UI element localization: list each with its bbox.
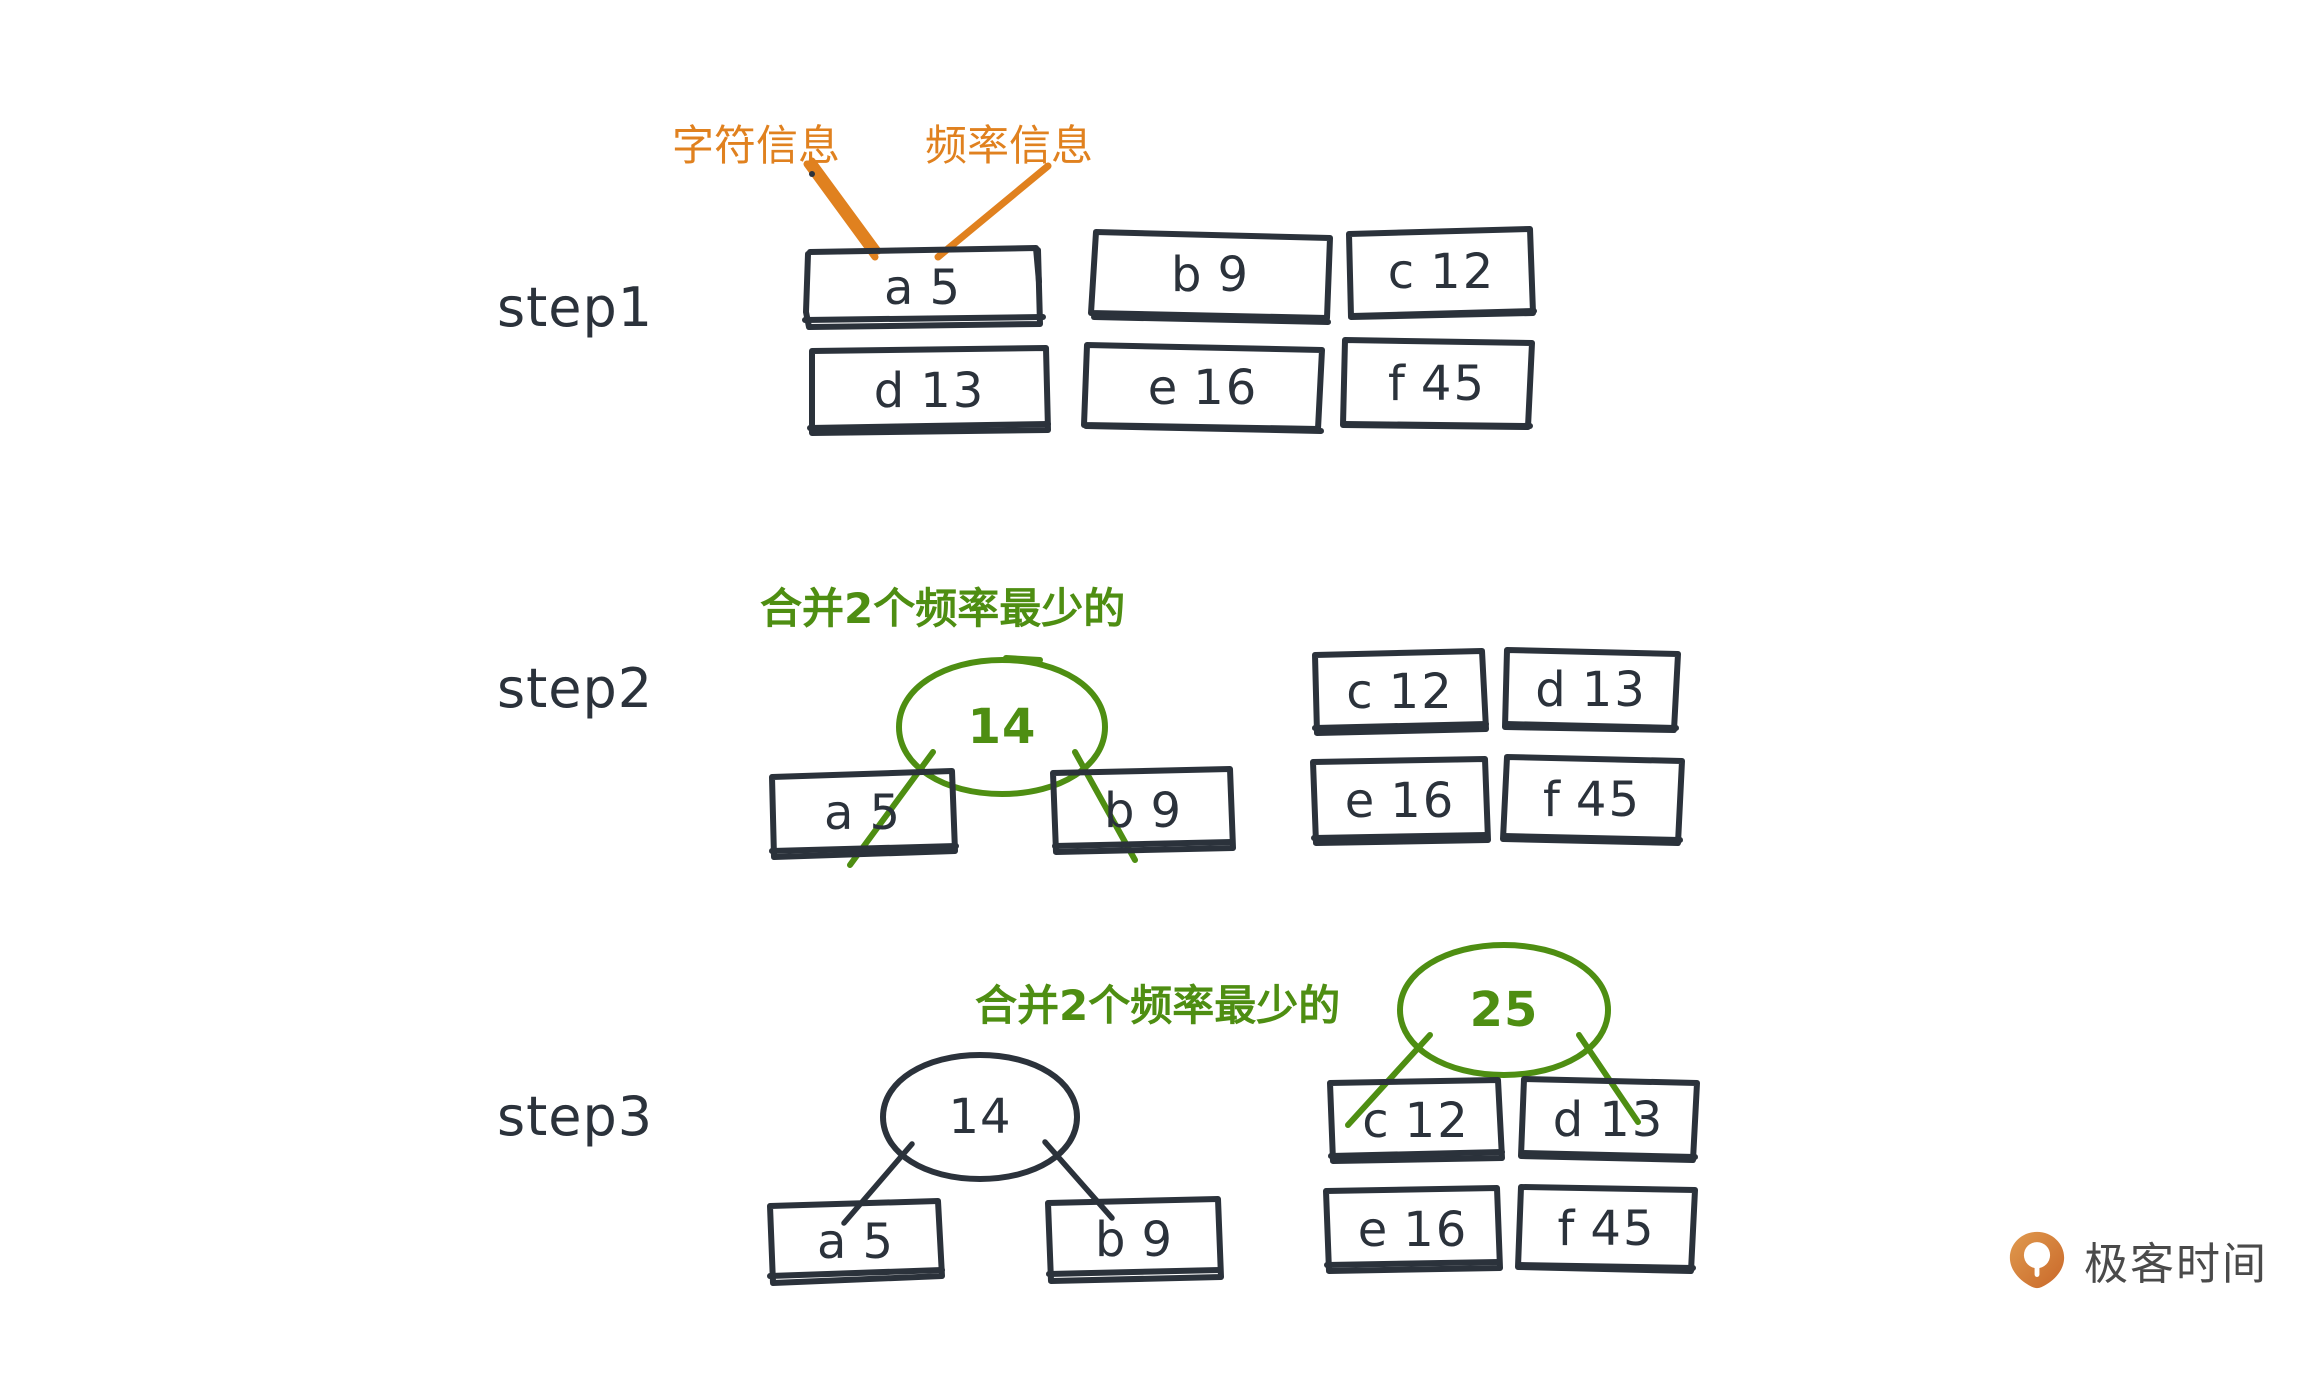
node-f45-step2: f 45 [1504, 758, 1680, 842]
node-char: a [884, 260, 916, 316]
geektime-logo-icon [2009, 1231, 2065, 1289]
node-box-stroke-a5-step1 [802, 171, 1046, 330]
annotation-merge-lowest-step3: 合并2个频率最少的 [975, 981, 1341, 1030]
node-char: d [873, 363, 907, 419]
node-box-stroke-d13-step2 [1502, 647, 1681, 733]
node-char: d [1552, 1091, 1586, 1148]
node-freq: 12 [1430, 244, 1496, 300]
node-freq: 9 [1141, 1211, 1174, 1268]
node-char: b [1103, 782, 1137, 839]
node-freq: 45 [1575, 772, 1641, 828]
step-label-step1: step1 [497, 276, 654, 339]
node-char: f [1543, 772, 1562, 828]
node-freq: 5 [929, 260, 962, 316]
merged-node-ellipse-25-step3 [1397, 942, 1611, 1078]
node-c12-step3: c 12 [1331, 1081, 1501, 1160]
node-box-stroke-c12-step3 [1327, 1077, 1505, 1164]
node-box-stroke-c12-step1 [1346, 226, 1537, 320]
node-box-stroke-a5-step3 [767, 1198, 945, 1286]
node-char: a [824, 785, 856, 841]
annotation-pointer-char [803, 157, 882, 261]
node-box-stroke-e16-step2 [1310, 756, 1491, 846]
node-freq: 45 [1420, 355, 1486, 412]
node-char: c [1346, 663, 1375, 720]
logo-text: 极客时间 [2084, 1239, 2268, 1290]
node-freq: 13 [920, 363, 986, 419]
node-box-stroke-e16-step1 [1081, 342, 1325, 434]
node-c12-step1: c 12 [1349, 231, 1534, 313]
node-freq: 16 [1193, 359, 1259, 416]
annotation-frequency-info: 频率信息 [925, 121, 1094, 170]
node-box-stroke-b9-step1 [1088, 229, 1333, 325]
node-d13-step2: d 13 [1505, 651, 1677, 729]
node-box-stroke-b9-step2 [1050, 766, 1236, 855]
node-char: f [1557, 1201, 1577, 1257]
annotation-merge-lowest-step2: 合并2个频率最少的 [760, 584, 1126, 633]
node-a5-step3: a 5 [771, 1203, 941, 1281]
node-char: b [1094, 1211, 1128, 1268]
annotation-character-info: 字符信息 [672, 121, 841, 170]
node-box-stroke-f45-step1 [1340, 337, 1535, 430]
node-char: e [1357, 1201, 1390, 1258]
merged-node-value: 14 [967, 699, 1037, 755]
node-char: f [1388, 355, 1407, 412]
node-freq: 13 [1581, 662, 1647, 718]
merged-node-value: 25 [1469, 982, 1539, 1038]
node-box-stroke-b9-step3 [1045, 1196, 1224, 1284]
connector-14-to-a5-step3 [841, 1141, 915, 1226]
step-label-step3: step3 [497, 1085, 654, 1148]
node-freq: 9 [1150, 782, 1183, 839]
annotation-pointer-freq [934, 162, 1052, 261]
node-box-stroke-e16-step3 [1323, 1185, 1503, 1274]
node-a5-step1: a 5 [806, 250, 1040, 326]
node-e16-step1: e 16 [1085, 347, 1321, 428]
node-d13-step3: d 13 [1521, 1080, 1696, 1159]
node-freq: 5 [869, 785, 902, 841]
node-freq: 5 [862, 1214, 895, 1270]
merged-node-value: 14 [948, 1089, 1012, 1145]
merged-node-ellipse-14-step3 [880, 1052, 1080, 1182]
node-box-stroke-d13-step1 [807, 345, 1051, 436]
node-char: c [1362, 1092, 1391, 1149]
node-char: d [1535, 662, 1568, 718]
node-char: c [1387, 244, 1417, 300]
node-b9-step3: b 9 [1049, 1200, 1220, 1279]
node-box-stroke-a5-step2 [769, 768, 959, 860]
node-box-stroke-d13-step3 [1518, 1076, 1700, 1163]
merged-node-14-step3: 14 [883, 1055, 1077, 1179]
node-f45-step1: f 45 [1343, 341, 1531, 426]
node-box-stroke-f45-step2 [1500, 754, 1685, 846]
merged-node-14-step2: 14 [899, 660, 1105, 794]
node-f45-step3: f 45 [1519, 1188, 1694, 1270]
node-char: e [1344, 773, 1377, 829]
merged-node-25-step3: 25 [1400, 945, 1608, 1075]
node-char: a [817, 1214, 849, 1270]
node-freq: 16 [1403, 1201, 1469, 1258]
geektime-logo: 极客时间 [2006, 1228, 2268, 1292]
node-b9-step1: b 9 [1091, 235, 1330, 315]
node-freq: 16 [1390, 773, 1456, 829]
node-freq: 45 [1590, 1201, 1656, 1257]
node-freq: 9 [1217, 247, 1250, 303]
node-freq: 12 [1404, 1092, 1470, 1149]
node-char: e [1147, 359, 1180, 416]
node-d13-step1: d 13 [811, 350, 1048, 432]
node-box-stroke-c12-step2 [1312, 648, 1489, 736]
node-freq: 13 [1599, 1091, 1665, 1148]
node-e16-step3: e 16 [1326, 1189, 1500, 1270]
node-a5-step2: a 5 [772, 772, 954, 854]
node-box-stroke-f45-step3 [1515, 1184, 1698, 1274]
node-b9-step2: b 9 [1054, 770, 1233, 851]
node-e16-step2: e 16 [1313, 760, 1487, 842]
connector-14-to-b9-step3 [1042, 1139, 1115, 1221]
node-c12-step2: c 12 [1315, 652, 1485, 731]
node-freq: 12 [1388, 663, 1454, 720]
step-label-step2: step2 [497, 657, 654, 720]
node-char: b [1170, 247, 1204, 303]
